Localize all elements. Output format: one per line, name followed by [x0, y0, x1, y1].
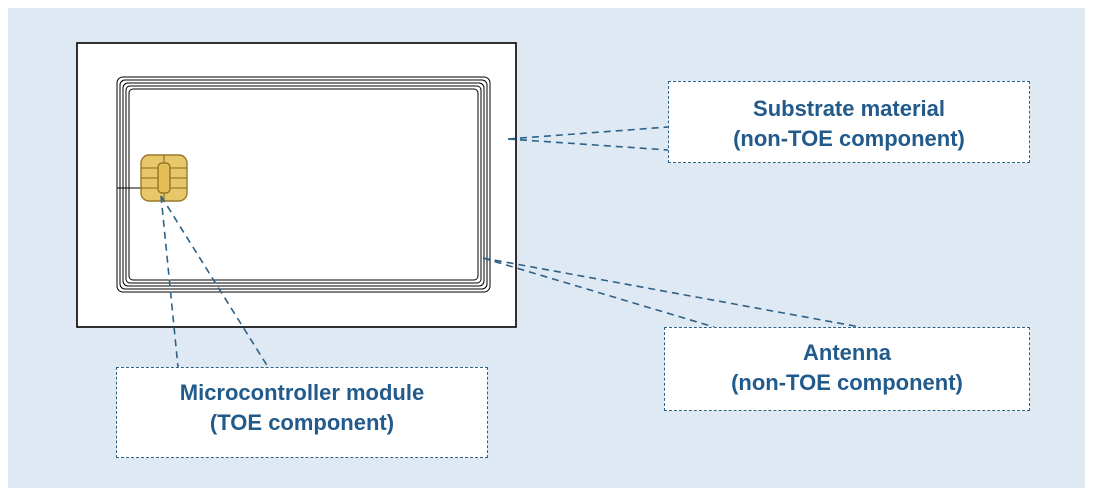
leader-line-antenna	[482, 257, 715, 328]
antenna-coil-icon	[116, 76, 491, 293]
label-antenna: Antenna (non-TOE component)	[664, 327, 1030, 411]
label-microcontroller-module: Microcontroller module (TOE component)	[116, 367, 488, 458]
label-antenna-line2: (non-TOE component)	[731, 370, 963, 395]
label-substrate-material: Substrate material (non-TOE component)	[668, 81, 1030, 163]
leader-line-substrate	[507, 138, 669, 151]
label-substrate-line2: (non-TOE component)	[733, 126, 965, 151]
leader-line-microcontroller	[160, 195, 179, 368]
label-substrate-line1: Substrate material	[753, 96, 945, 121]
leader-line-antenna	[482, 257, 861, 328]
label-microcontroller-line1: Microcontroller module	[179, 380, 425, 405]
label-microcontroller-line2: (TOE component)	[209, 410, 395, 435]
leader-line-substrate	[507, 126, 669, 140]
chip-module-icon	[140, 154, 188, 202]
leader-lines	[160, 126, 861, 368]
leader-line-microcontroller	[160, 195, 269, 368]
label-antenna-line1: Antenna	[803, 340, 891, 365]
